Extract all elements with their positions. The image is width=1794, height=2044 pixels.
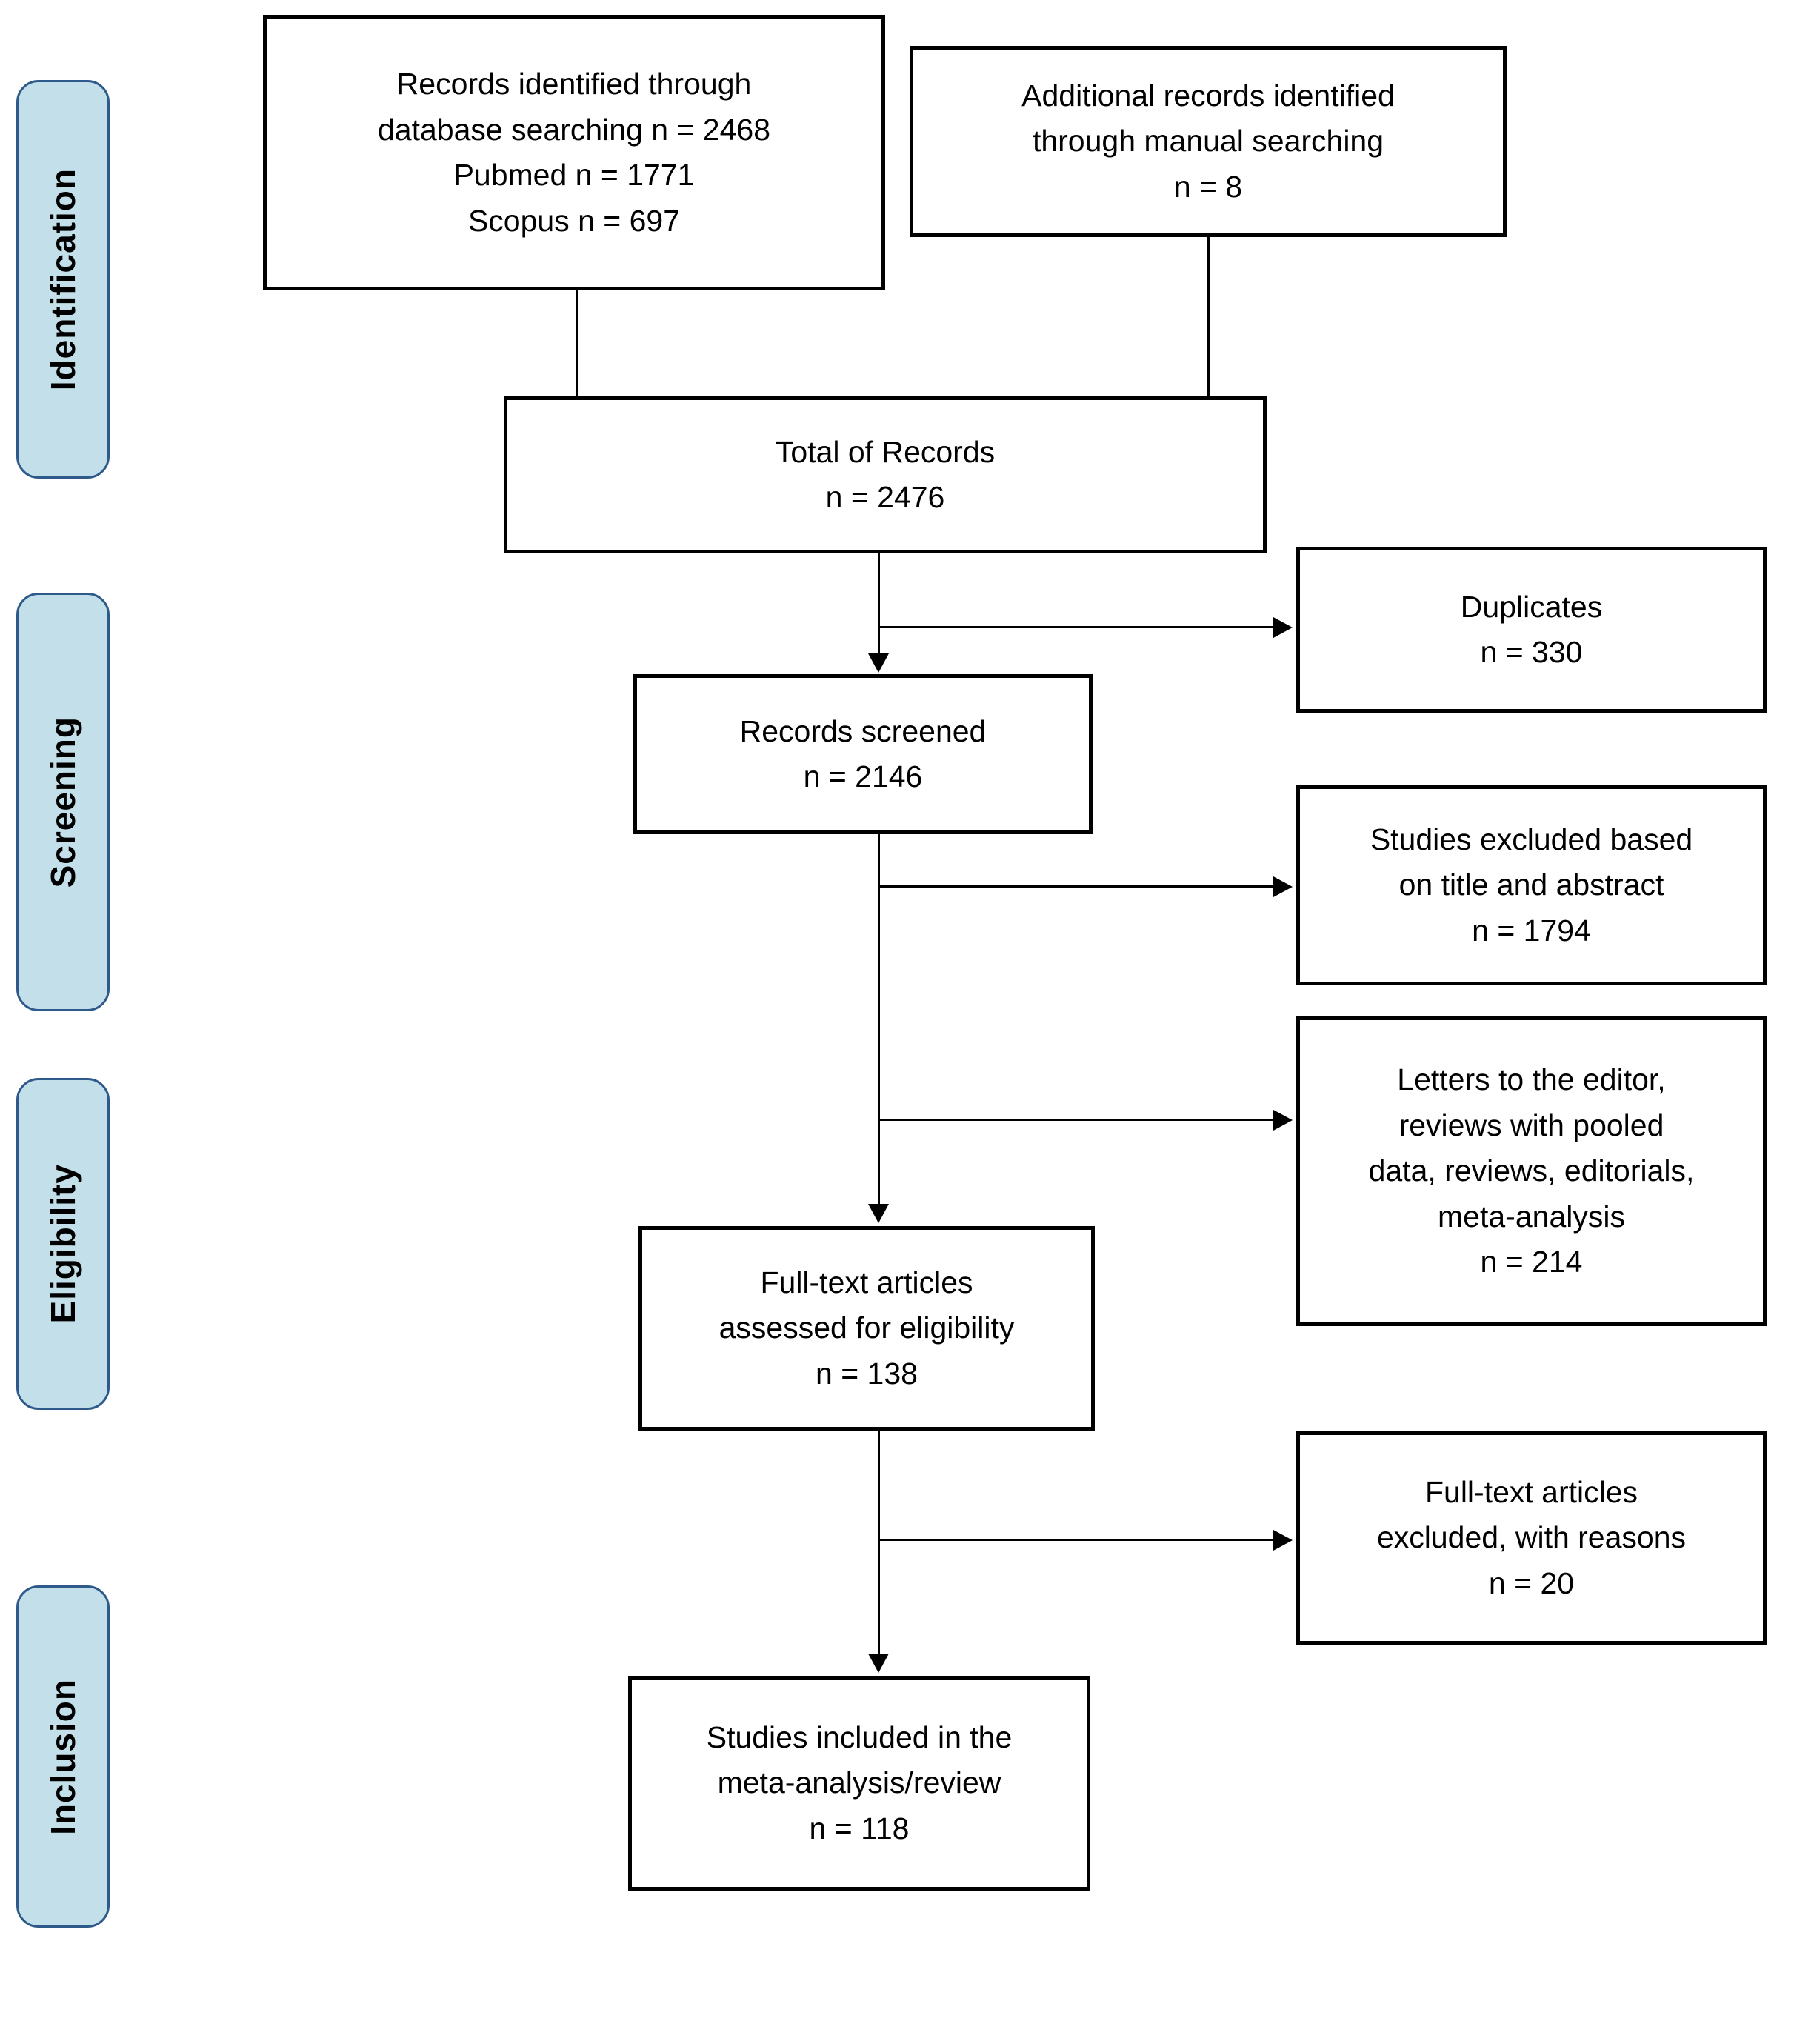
stage-eligibility: Eligibility [16,1078,110,1410]
connector-screened-to-fulltext [878,834,880,1205]
box-duplicates-line: Duplicates [1460,589,1603,624]
box-records-identified-line: Pubmed n = 1771 [453,158,695,192]
box-total-records-line: Total of Records [775,434,996,469]
stage-screening-label: Screening [44,716,82,888]
box-records-screened-line: Records screened [739,713,987,748]
connector-branch-duplicates [878,626,1273,628]
box-letters-editor: Letters to the editor, reviews with pool… [1296,1016,1767,1326]
box-studies-included: Studies included in the meta-analysis/re… [628,1676,1090,1891]
arrowhead-down-screened-icon [868,653,889,673]
box-additional-records-line: n = 8 [1173,169,1243,204]
box-fulltext-assessed-line: assessed for eligibility [718,1311,1015,1345]
box-total-records: Total of Records n = 2476 [504,396,1267,553]
stage-identification-label: Identification [44,167,82,391]
arrowhead-down-included-icon [868,1654,889,1673]
box-fulltext-excluded-line: Full-text articles [1424,1474,1638,1509]
box-letters-editor-line: reviews with pooled [1398,1108,1664,1142]
stage-screening: Screening [16,593,110,1011]
box-additional-records-line: through manual searching [1032,124,1384,159]
arrowhead-right-fulltext-excluded-icon [1273,1530,1293,1551]
connector-branch-letters [878,1119,1273,1121]
box-total-records-line: n = 2476 [825,480,945,514]
arrowhead-down-fulltext-icon [868,1204,889,1223]
box-records-identified: Records identified through database sear… [263,15,885,290]
box-additional-records: Additional records identified through ma… [910,46,1507,237]
box-studies-included-line: Studies included in the [706,1720,1013,1754]
box-fulltext-excluded-line: n = 20 [1488,1565,1575,1600]
box-letters-editor-line: data, reviews, editorials, [1368,1154,1695,1188]
box-fulltext-excluded: Full-text articles excluded, with reason… [1296,1431,1767,1645]
box-excluded-title-abstract: Studies excluded based on title and abst… [1296,785,1767,985]
arrowhead-right-excluded-title-icon [1273,876,1293,897]
box-records-identified-line: Scopus n = 697 [467,203,681,238]
box-records-screened-line: n = 2146 [803,759,923,793]
box-letters-editor-line: n = 214 [1480,1245,1583,1279]
box-fulltext-assessed-line: n = 138 [816,1356,918,1391]
box-letters-editor-line: Letters to the editor, [1397,1062,1666,1097]
connector-branch-fulltext-excluded [878,1539,1273,1541]
box-excluded-title-abstract-line: n = 1794 [1472,913,1591,948]
box-studies-included-line: meta-analysis/review [717,1765,1001,1800]
box-studies-included-line: n = 118 [809,1811,910,1845]
box-records-identified-line: Records identified through [396,67,752,101]
box-fulltext-excluded-line: excluded, with reasons [1376,1520,1687,1555]
box-duplicates: Duplicates n = 330 [1296,547,1767,713]
stage-identification: Identification [16,80,110,479]
box-records-identified-line: database searching n = 2468 [378,112,770,147]
connector-branch-excluded-title [878,885,1273,888]
connector-records-to-total [576,290,578,396]
box-additional-records-line: Additional records identified [1021,78,1395,113]
box-excluded-title-abstract-line: on title and abstract [1398,868,1664,902]
box-fulltext-assessed-line: Full-text articles [760,1265,973,1299]
stage-inclusion: Inclusion [16,1585,110,1928]
box-duplicates-line: n = 330 [1480,635,1583,669]
stage-eligibility-label: Eligibility [44,1164,82,1324]
box-fulltext-assessed: Full-text articles assessed for eligibil… [638,1226,1095,1431]
connector-additional-to-total [1207,237,1210,396]
box-excluded-title-abstract-line: Studies excluded based [1370,822,1693,856]
stage-inclusion-label: Inclusion [44,1678,82,1835]
connector-fulltext-to-included [878,1431,880,1654]
arrowhead-right-letters-icon [1273,1110,1293,1131]
box-records-screened: Records screened n = 2146 [633,674,1093,834]
connector-total-to-screened [878,553,880,655]
arrowhead-right-duplicates-icon [1273,617,1293,638]
box-letters-editor-line: meta-analysis [1438,1199,1625,1234]
